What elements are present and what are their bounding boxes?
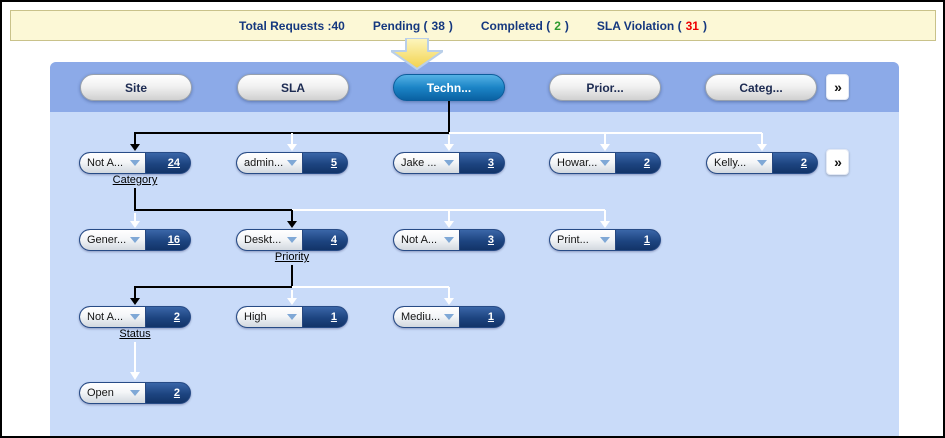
tree-node-high[interactable]: High 1	[236, 306, 348, 328]
tree-node-admin[interactable]: admin... 5	[236, 152, 348, 174]
dropdown-arrow-icon	[130, 390, 140, 396]
node-count-link[interactable]: 3	[487, 234, 494, 246]
tree-node-notassigned-cat[interactable]: Not A... 3	[393, 229, 505, 251]
node-count[interactable]: 2	[773, 153, 817, 173]
node-label: Open	[87, 387, 114, 399]
dropdown-arrow-icon	[444, 160, 454, 166]
node-count[interactable]: 3	[460, 153, 504, 173]
tree-node-printer[interactable]: Print... 1	[549, 229, 661, 251]
node-count[interactable]: 4	[303, 230, 347, 250]
node-dropdown[interactable]: Jake ...	[394, 153, 460, 173]
filter-pill-site[interactable]: Site	[80, 74, 192, 101]
node-count-link[interactable]: 1	[330, 311, 337, 323]
node-dropdown[interactable]: Deskt...	[237, 230, 303, 250]
drilldown-panel: Site SLA Techn... Prior... Categ... »	[50, 62, 899, 436]
dropdown-arrow-icon	[600, 237, 610, 243]
node-count-link[interactable]: 3	[487, 157, 494, 169]
tree-node-notassigned-pri[interactable]: Not A... 2	[79, 306, 191, 328]
node-label: Howar...	[557, 157, 598, 169]
dropdown-arrow-icon	[287, 160, 297, 166]
node-dropdown[interactable]: Howar...	[550, 153, 616, 173]
node-label: Kelly...	[714, 157, 747, 169]
tree-node-open[interactable]: Open 2	[79, 382, 191, 404]
tree-node-howard[interactable]: Howar... 2	[549, 152, 661, 174]
node-count-link[interactable]: 2	[643, 157, 650, 169]
node-count-link[interactable]: 16	[167, 234, 180, 246]
dropdown-arrow-icon	[600, 160, 610, 166]
node-count[interactable]: 24	[146, 153, 190, 173]
dropdown-arrow-icon	[287, 314, 297, 320]
node-dropdown[interactable]: Print...	[550, 230, 616, 250]
node-count-link[interactable]: 1	[643, 234, 650, 246]
node-count-link[interactable]: 4	[330, 234, 337, 246]
tree-node-medium[interactable]: Mediu... 1	[393, 306, 505, 328]
tree-node-general[interactable]: Gener... 16	[79, 229, 191, 251]
node-dropdown[interactable]: Mediu...	[394, 307, 460, 327]
tree-node-desktop[interactable]: Deskt... 4	[236, 229, 348, 251]
node-dropdown[interactable]: Open	[80, 383, 146, 403]
node-count[interactable]: 2	[146, 383, 190, 403]
dropdown-arrow-icon	[444, 237, 454, 243]
drill-link-category[interactable]: Category	[112, 174, 158, 186]
node-label: Gener...	[87, 234, 127, 246]
summary-banner: Total Requests :40 Pending (38) Complete…	[10, 10, 936, 41]
stat-pending[interactable]: Pending (38)	[372, 18, 453, 33]
tree-node-notassigned-tech[interactable]: Not A... 24	[79, 152, 191, 174]
node-count[interactable]: 2	[616, 153, 660, 173]
node-dropdown[interactable]: Gener...	[80, 230, 146, 250]
node-dropdown[interactable]: Not A...	[394, 230, 460, 250]
dropdown-arrow-icon	[130, 237, 140, 243]
node-dropdown[interactable]: High	[237, 307, 303, 327]
filter-more-button[interactable]: »	[826, 74, 849, 100]
drill-link-priority[interactable]: Priority	[274, 251, 310, 263]
stat-completed[interactable]: Completed (2)	[480, 18, 569, 33]
dropdown-arrow-icon	[130, 314, 140, 320]
row-more-button[interactable]: »	[826, 149, 849, 175]
dropdown-arrow-icon	[757, 160, 767, 166]
node-count[interactable]: 3	[460, 230, 504, 250]
filter-pill-technician[interactable]: Techn...	[393, 74, 505, 101]
stat-sla-violation[interactable]: SLA Violation (31)	[596, 18, 707, 33]
drill-link-status[interactable]: Status	[119, 328, 151, 340]
node-dropdown[interactable]: Kelly...	[707, 153, 773, 173]
node-label: Not A...	[87, 311, 124, 323]
node-dropdown[interactable]: Not A...	[80, 307, 146, 327]
node-label: High	[244, 311, 267, 323]
pending-count: 38	[431, 18, 445, 33]
node-count[interactable]: 1	[616, 230, 660, 250]
node-count[interactable]: 1	[303, 307, 347, 327]
node-label: Mediu...	[401, 311, 441, 323]
node-label: Print...	[557, 234, 589, 246]
dropdown-arrow-icon	[130, 160, 140, 166]
node-count-link[interactable]: 5	[330, 157, 337, 169]
dropdown-arrow-icon	[444, 314, 454, 320]
filter-pill-category[interactable]: Categ...	[705, 74, 817, 101]
node-count[interactable]: 2	[146, 307, 190, 327]
node-count-link[interactable]: 2	[173, 387, 180, 399]
node-label: Not A...	[401, 234, 438, 246]
node-label: Jake ...	[401, 157, 437, 169]
node-count-link[interactable]: 2	[173, 311, 180, 323]
tree-node-jake[interactable]: Jake ... 3	[393, 152, 505, 174]
drill-down-arrow-icon	[391, 38, 443, 70]
sla-violation-count: 31	[685, 18, 699, 33]
node-count-link[interactable]: 1	[487, 311, 494, 323]
tree-node-kelly[interactable]: Kelly... 2	[706, 152, 818, 174]
node-label: admin...	[244, 157, 284, 169]
dropdown-arrow-icon	[287, 237, 297, 243]
node-count[interactable]: 1	[460, 307, 504, 327]
completed-count: 2	[554, 18, 561, 33]
filter-pill-priority[interactable]: Prior...	[549, 74, 661, 101]
node-count[interactable]: 16	[146, 230, 190, 250]
node-dropdown[interactable]: Not A...	[80, 153, 146, 173]
node-count[interactable]: 5	[303, 153, 347, 173]
node-label: Deskt...	[244, 234, 282, 246]
total-requests-label: Total Requests :40	[239, 18, 345, 33]
node-dropdown[interactable]: admin...	[237, 153, 303, 173]
node-count-link[interactable]: 24	[167, 157, 180, 169]
node-label: Not A...	[87, 157, 124, 169]
filter-pill-sla[interactable]: SLA	[237, 74, 349, 101]
node-count-link[interactable]: 2	[800, 157, 807, 169]
